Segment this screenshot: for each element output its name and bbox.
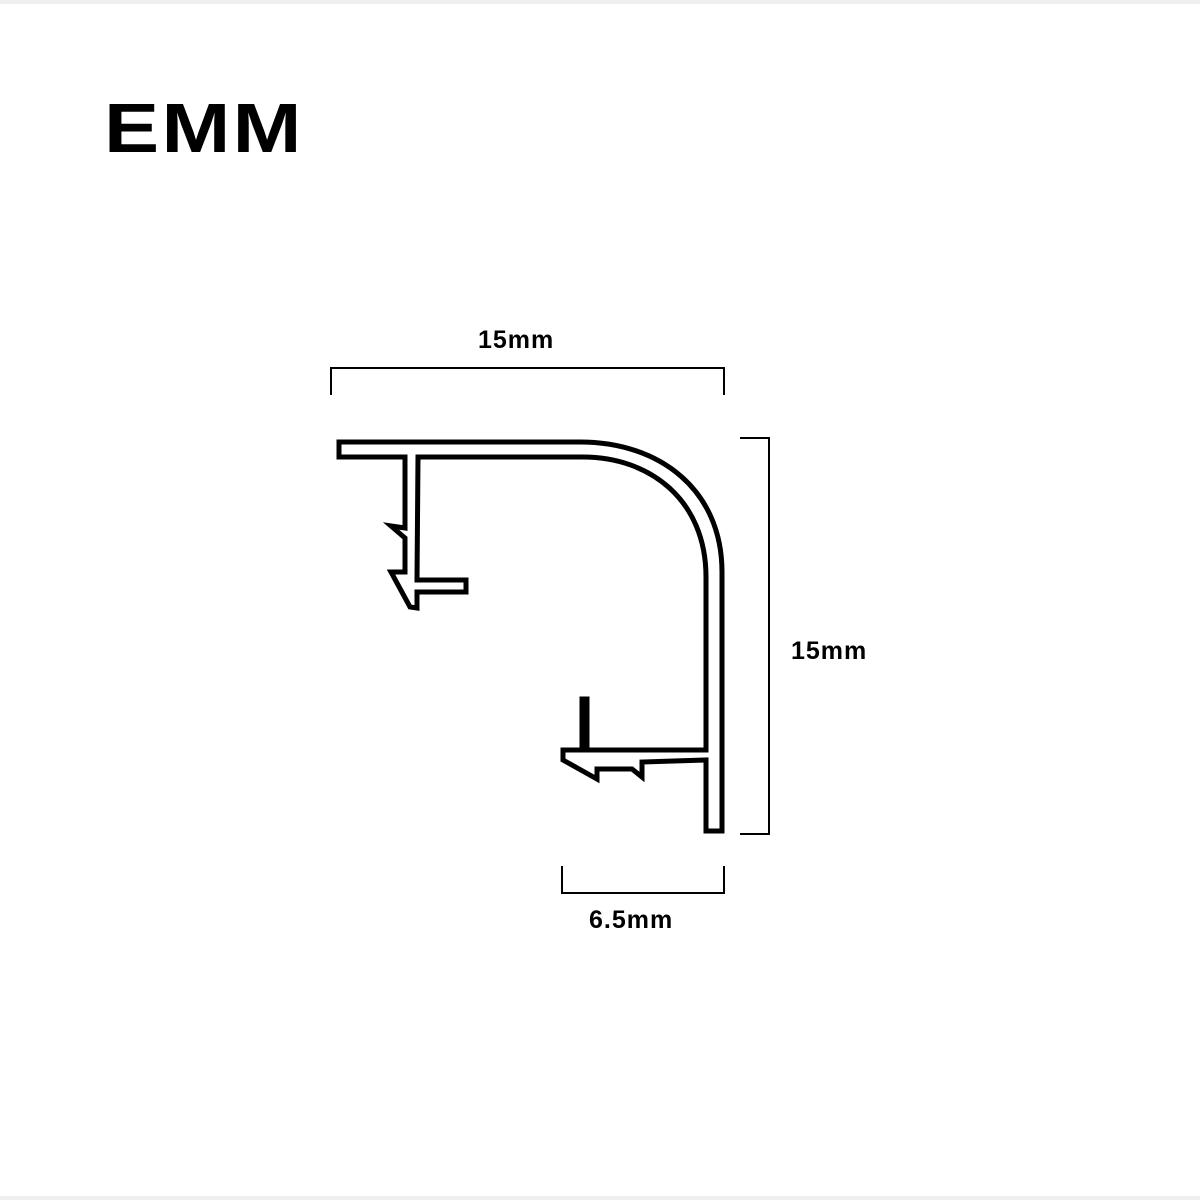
height-dimension-label: 15mm: [791, 637, 868, 665]
bottom-border: [0, 1196, 1200, 1200]
top-border: [0, 0, 1200, 4]
depth-dimension-label: 6.5mm: [589, 906, 674, 934]
width-dimension-label: 15mm: [478, 326, 555, 354]
depth-dimension-bracket: [561, 866, 725, 894]
height-dimension-bracket: [740, 437, 770, 835]
profile-cross-section: [336, 439, 725, 834]
product-title: EMM: [104, 89, 304, 167]
width-dimension-bracket: [330, 367, 725, 395]
